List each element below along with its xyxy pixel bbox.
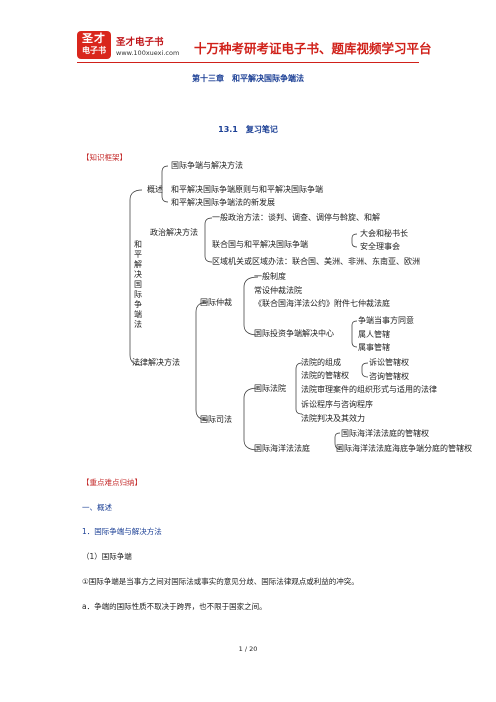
- jurisdiction-item-2: 咨询管辖权: [369, 372, 409, 381]
- political-un: 联合国与和平解决国际争端: [212, 240, 308, 249]
- header-slogan: 十万种考研考证电子书、题库视频学习平台: [194, 41, 432, 56]
- political-un-item-1: 大会和秘书长: [360, 229, 408, 238]
- political-regional: 区域机关或区域办法：联合国、美洲、非洲、东南亚、欧洲: [212, 257, 420, 266]
- header-divider: [77, 62, 419, 63]
- arbitration-item-2: 常设仲裁法院: [254, 286, 302, 295]
- logo-line2: 电子书: [82, 46, 106, 55]
- paragraph-definition: ①国际争端是当事方之间对国际法或事实的意见分歧、国际法律观点或利益的冲突。: [82, 577, 359, 586]
- court-item-4: 诉讼程序与咨询程序: [301, 400, 373, 409]
- itlos-item-1: 国际海洋法法庭的管辖权: [341, 429, 429, 438]
- icsid-item-2: 属人管辖: [358, 330, 390, 339]
- section-title: 13.1 复习笔记: [218, 125, 278, 134]
- overview-item-1: 国际争端与解决方法: [171, 161, 243, 170]
- jurisdiction-item-1: 诉讼管辖权: [369, 358, 409, 367]
- brand-url[interactable]: www.100xuexi.com: [116, 49, 180, 57]
- overview-item-2: 和平解决国际争端原则与和平解决国际争端: [171, 185, 323, 194]
- overview-item-3: 和平解决国际争端法的新发展: [171, 198, 275, 207]
- arbitration-item-1: 一般制度: [254, 272, 286, 281]
- heading-overview: 一、概述: [82, 503, 112, 512]
- tree-root: 和平解决国际争端法: [134, 240, 142, 329]
- court-item-3: 法院审理案件的组织形式与适用的法律: [301, 385, 437, 394]
- node-legal: 法律解决方法: [132, 358, 180, 367]
- logo: 圣才 电子书: [77, 31, 111, 59]
- page-number: 1 / 20: [238, 645, 258, 653]
- heading-disputes: 1．国际争端与解决方法: [82, 527, 162, 536]
- court-item-5: 法院判决及其效力: [301, 414, 365, 423]
- court-item-1: 法院的组成: [301, 358, 341, 367]
- node-political: 政治解决方法: [150, 228, 198, 237]
- chapter-title: 第十三章 和平解决国际争端法: [192, 74, 304, 83]
- node-overview: 概述: [147, 185, 163, 194]
- arbitration-item-3: 《联合国海洋法公约》附件七仲裁法庭: [254, 299, 390, 308]
- political-general: 一般政治方法：谈判、调查、调停与斡旋、和解: [212, 213, 380, 222]
- key-points-heading: 【重点难点归纳】: [82, 478, 142, 487]
- framework-heading: 【知识框架】: [82, 153, 127, 162]
- heading-intl-dispute: （1）国际争端: [82, 552, 132, 561]
- judicial-itlos: 国际海洋法法庭: [254, 444, 310, 453]
- court-item-2: 法院的管辖权: [301, 371, 349, 380]
- icsid-item-1: 争端当事方同意: [358, 316, 414, 325]
- itlos-item-2: 国际海洋法法庭海底争端分庭的管辖权: [336, 444, 472, 453]
- brand-name: 圣才电子书: [116, 37, 164, 48]
- political-un-item-2: 安全理事会: [360, 242, 400, 251]
- node-judicial: 国际司法: [200, 415, 232, 424]
- arbitration-icsid: 国际投资争端解决中心: [254, 329, 334, 338]
- node-arbitration: 国际仲裁: [200, 298, 232, 307]
- paragraph-nature: a．争端的国际性质不取决于跨界，也不限于国家之间。: [82, 602, 267, 611]
- icsid-item-3: 属事管辖: [358, 343, 390, 352]
- logo-line1: 圣才: [82, 32, 106, 45]
- judicial-court: 国际法院: [254, 384, 286, 393]
